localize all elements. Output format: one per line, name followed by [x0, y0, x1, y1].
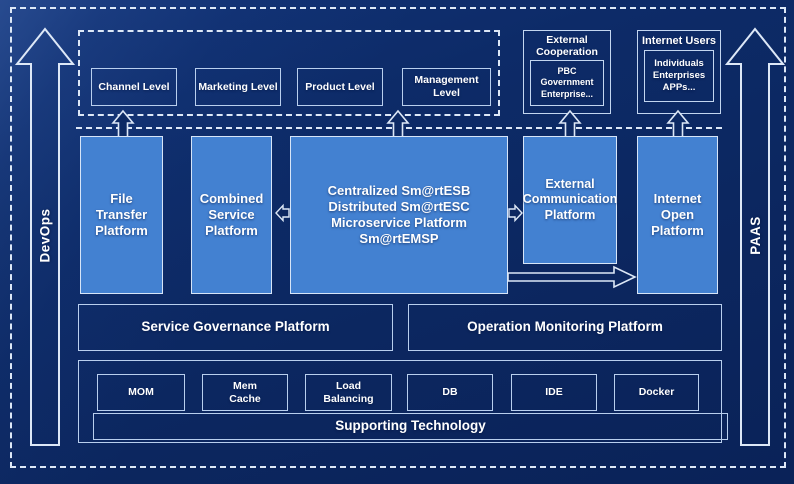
- operation-monitoring-platform-box: Operation Monitoring Platform: [408, 304, 722, 351]
- internet-open-platform-label: Internet Open Platform: [651, 191, 704, 238]
- external-cooperation-box: External Cooperation PBC Government Ente…: [523, 30, 611, 114]
- external-communication-platform-box: External Communication Platform: [523, 136, 617, 264]
- ide-box: IDE: [511, 374, 597, 411]
- db-label: DB: [442, 386, 458, 399]
- internet-users-members: Individuals Enterprises APPs...: [652, 58, 706, 93]
- supporting-technology-label: Supporting Technology: [335, 418, 486, 434]
- marketing-level-label: Marketing Level: [198, 80, 278, 93]
- mem-cache-box: Mem Cache: [202, 374, 288, 411]
- docker-label: Docker: [638, 386, 675, 399]
- management-level-label: Management Level: [414, 74, 479, 99]
- docker-box: Docker: [614, 374, 699, 411]
- operation-monitoring-platform-label: Operation Monitoring Platform: [467, 319, 663, 335]
- outer-dashed-border: [10, 7, 786, 468]
- external-cooperation-members: PBC Government Enterprise...: [540, 66, 594, 99]
- db-box: DB: [407, 374, 493, 411]
- paas-up-arrow-icon: [724, 27, 786, 446]
- supporting-technology-bar: Supporting Technology: [93, 413, 728, 440]
- internet-users-box: Internet Users Individuals Enterprises A…: [637, 30, 721, 114]
- external-cooperation-members-box: PBC Government Enterprise...: [530, 60, 604, 106]
- file-transfer-platform-box: File Transfer Platform: [80, 136, 163, 294]
- supporting-technology-group: [78, 360, 722, 443]
- esb-core-platform-box: Centralized Sm@rtESB Distributed Sm@rtES…: [290, 136, 508, 294]
- service-governance-platform-label: Service Governance Platform: [141, 319, 330, 335]
- long-right-arrow-icon: [507, 265, 637, 289]
- load-balancing-label: Load Balancing: [323, 379, 374, 405]
- external-cooperation-title: External Cooperation: [536, 34, 598, 58]
- product-level-label: Product Level: [305, 80, 375, 93]
- channel-level-box: Channel Level: [91, 68, 177, 106]
- load-balancing-box: Load Balancing: [305, 374, 392, 411]
- combined-service-platform-box: Combined Service Platform: [191, 136, 272, 294]
- esb-core-platform-label: Centralized Sm@rtESB Distributed Sm@rtES…: [327, 183, 471, 246]
- marketing-level-box: Marketing Level: [195, 68, 281, 106]
- devops-up-arrow-icon: [14, 27, 76, 446]
- external-communication-platform-label: External Communication Platform: [522, 177, 618, 222]
- mom-label: MOM: [128, 386, 154, 399]
- internet-users-members-box: Individuals Enterprises APPs...: [644, 50, 714, 102]
- internet-users-title: Internet Users: [642, 35, 716, 47]
- right-arrow-icon: [508, 203, 523, 223]
- combined-service-platform-label: Combined Service Platform: [199, 191, 264, 238]
- devops-label: DevOps: [16, 185, 74, 285]
- product-level-box: Product Level: [297, 68, 383, 106]
- channel-level-label: Channel Level: [98, 80, 170, 93]
- left-arrow-icon: [275, 203, 290, 223]
- devops-label-text: DevOps: [37, 207, 53, 263]
- paas-label-text: PAAS: [747, 215, 763, 255]
- management-level-box: Management Level: [402, 68, 491, 106]
- service-governance-platform-box: Service Governance Platform: [78, 304, 393, 351]
- paas-label: PAAS: [726, 185, 784, 285]
- ide-label: IDE: [545, 386, 563, 399]
- mom-box: MOM: [97, 374, 185, 411]
- mem-cache-label: Mem Cache: [229, 379, 261, 405]
- levels-group-border: [78, 30, 500, 116]
- file-transfer-platform-label: File Transfer Platform: [95, 191, 148, 238]
- internet-open-platform-box: Internet Open Platform: [637, 136, 718, 294]
